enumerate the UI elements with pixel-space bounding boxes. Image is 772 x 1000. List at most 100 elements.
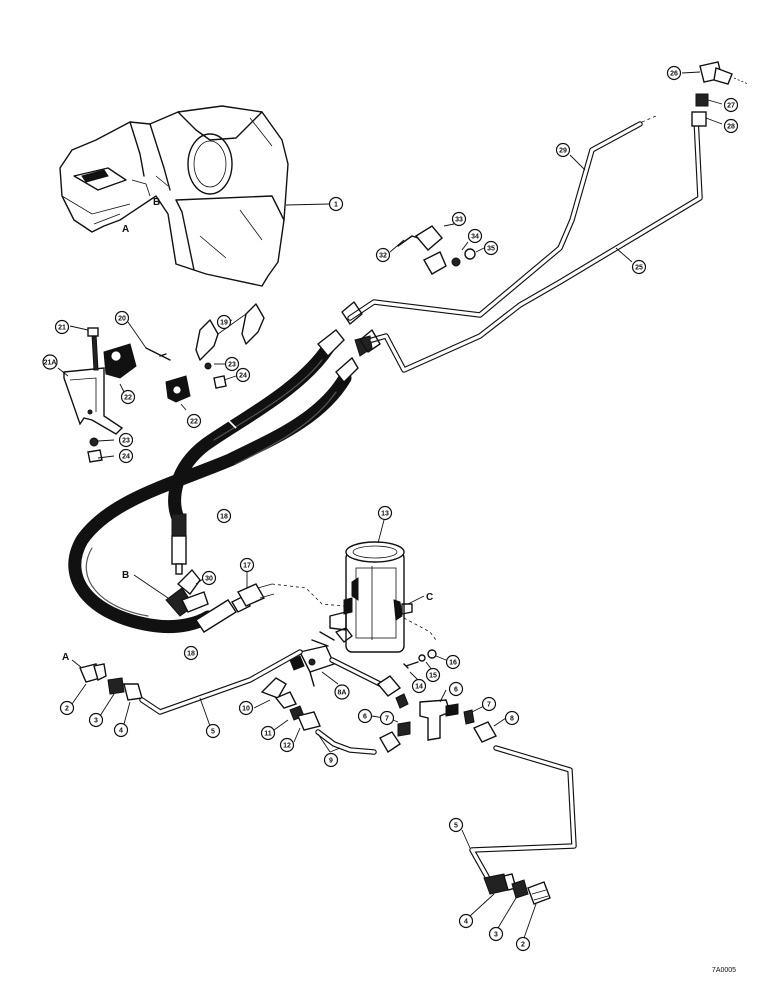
- svg-text:12: 12: [283, 743, 291, 750]
- line-9-assembly: [253, 677, 377, 755]
- steel-line-29: [347, 115, 657, 321]
- callout-2-bottom: 2: [515, 936, 531, 952]
- callout-22-lower: 22: [186, 413, 202, 429]
- svg-text:19: 19: [220, 320, 228, 327]
- svg-text:26: 26: [670, 71, 678, 78]
- callout-22-upper: 22: [120, 389, 136, 405]
- callout-8a: 8A: [334, 684, 350, 700]
- svg-text:4: 4: [464, 919, 468, 926]
- callout-12: 12: [279, 737, 295, 753]
- svg-text:14: 14: [415, 684, 423, 691]
- elbow-fitting-30: B: [122, 568, 209, 617]
- callout-23-upper: 23: [224, 356, 240, 372]
- bracket-21a: [63, 367, 124, 435]
- callout-20: 20: [114, 310, 130, 326]
- callout-7-right: 7: [481, 696, 497, 712]
- ref-letter-b: B: [122, 570, 129, 581]
- drawing-code: 7A0005: [712, 967, 736, 974]
- callout-26: 26: [666, 65, 682, 81]
- ref-letter-c: C: [426, 592, 433, 603]
- callout-14: 14: [411, 678, 427, 694]
- callout-9: 9: [323, 752, 339, 768]
- callout-24-upper: 24: [235, 367, 251, 383]
- svg-text:28: 28: [727, 124, 735, 131]
- ref-letter-a: A: [62, 652, 69, 663]
- ref-letter-b-housing: B: [153, 197, 160, 208]
- svg-text:9: 9: [329, 758, 333, 765]
- callout-34: 34: [467, 228, 483, 244]
- svg-text:21: 21: [58, 325, 66, 332]
- fittings-26-27-28: [681, 61, 749, 127]
- callout-19: 19: [216, 314, 232, 330]
- svg-text:20: 20: [118, 316, 126, 323]
- callout-17: 17: [239, 557, 255, 573]
- svg-text:8A: 8A: [338, 690, 347, 697]
- svg-text:18: 18: [187, 651, 195, 658]
- callout-21a: 21A: [42, 354, 58, 370]
- svg-text:7: 7: [487, 702, 491, 709]
- svg-text:5: 5: [454, 823, 458, 830]
- callout-18-lower: 18: [183, 645, 199, 661]
- svg-text:10: 10: [242, 706, 250, 713]
- svg-text:18: 18: [220, 514, 228, 521]
- svg-text:24: 24: [122, 454, 130, 461]
- svg-text:34: 34: [471, 234, 479, 241]
- callout-28: 28: [723, 118, 739, 134]
- callout-33: 33: [451, 211, 467, 227]
- callout-6-top: 6: [448, 681, 464, 697]
- callout-25: 25: [631, 259, 647, 275]
- callout-10: 10: [238, 700, 254, 716]
- callout-35: 35: [483, 240, 499, 256]
- callout-21: 21: [54, 319, 70, 335]
- steel-line-25: [369, 115, 703, 373]
- line-5-left-assembly: A: [62, 649, 303, 727]
- valve-8a: [289, 627, 383, 687]
- svg-text:22: 22: [124, 395, 132, 402]
- callout-15: 15: [425, 667, 441, 683]
- svg-text:6: 6: [454, 687, 458, 694]
- svg-text:4: 4: [119, 728, 123, 735]
- callout-24-lower: 24: [118, 448, 134, 464]
- svg-text:1: 1: [334, 202, 338, 209]
- svg-text:2: 2: [521, 942, 525, 949]
- callout-13: 13: [377, 505, 393, 521]
- svg-text:17: 17: [243, 563, 251, 570]
- svg-text:6: 6: [363, 714, 367, 721]
- callout-3-bottom: 3: [488, 926, 504, 942]
- callout-30: 30: [201, 570, 217, 586]
- svg-text:24: 24: [239, 373, 247, 380]
- svg-text:5: 5: [211, 729, 215, 736]
- callout-4-bottom: 4: [458, 913, 474, 929]
- svg-text:3: 3: [494, 932, 498, 939]
- callout-5-left: 5: [205, 723, 221, 739]
- svg-text:8: 8: [510, 716, 514, 723]
- callout-8: 8: [504, 710, 520, 726]
- callout-3-left: 3: [88, 712, 104, 728]
- transmission-housing: A B: [59, 105, 330, 287]
- svg-text:25: 25: [635, 265, 643, 272]
- callout-23-lower: 23: [118, 432, 134, 448]
- hydraulic-hoses: [68, 329, 373, 634]
- callout-4-left: 4: [113, 722, 129, 738]
- svg-text:15: 15: [429, 673, 437, 680]
- hose-end-fitting-lower: [195, 599, 237, 633]
- ref-letter-a-housing: A: [122, 224, 129, 235]
- callout-1: 1: [328, 196, 344, 212]
- tee-fitting-assembly: [371, 675, 507, 753]
- small-parts-14-16: [403, 649, 447, 681]
- bracket-and-clamps-19-24: [57, 303, 265, 463]
- svg-text:7: 7: [385, 716, 389, 723]
- svg-text:33: 33: [455, 217, 463, 224]
- callout-18-upper: 18: [216, 508, 232, 524]
- callout-16: 16: [445, 654, 461, 670]
- callout-27: 27: [723, 97, 739, 113]
- callout-5-bottom: 5: [448, 817, 464, 833]
- svg-text:11: 11: [264, 731, 272, 738]
- callout-32: 32: [375, 247, 391, 263]
- callout-29: 29: [555, 142, 571, 158]
- line-5-bottom-assembly: [461, 745, 577, 939]
- svg-text:23: 23: [228, 362, 236, 369]
- svg-text:13: 13: [381, 511, 389, 518]
- hose-lower-loop: [68, 371, 352, 634]
